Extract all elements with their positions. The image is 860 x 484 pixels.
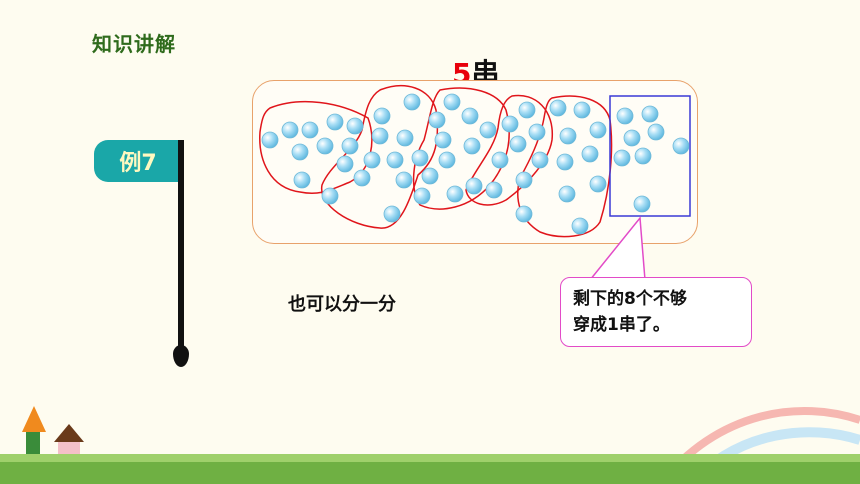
callout-line-2: 穿成1串了。 <box>573 315 670 335</box>
section-title: 知识讲解 <box>92 32 176 56</box>
group-outline-4 <box>465 94 553 206</box>
callout-line-1: 剩下的8个不够 <box>573 289 687 309</box>
house-decoration <box>22 406 84 460</box>
example-tag: 例7 <box>94 140 182 182</box>
remainder-callout: 剩下的8个不够 穿成1串了。 <box>560 277 752 347</box>
caption-text: 也可以分一分 <box>288 294 396 315</box>
flag-pole <box>178 140 184 362</box>
grass-strip-dark <box>0 462 860 484</box>
bead-set <box>261 93 690 235</box>
pole-drop <box>173 345 189 367</box>
remainder-box <box>609 95 691 217</box>
callout-pointer <box>589 216 646 281</box>
